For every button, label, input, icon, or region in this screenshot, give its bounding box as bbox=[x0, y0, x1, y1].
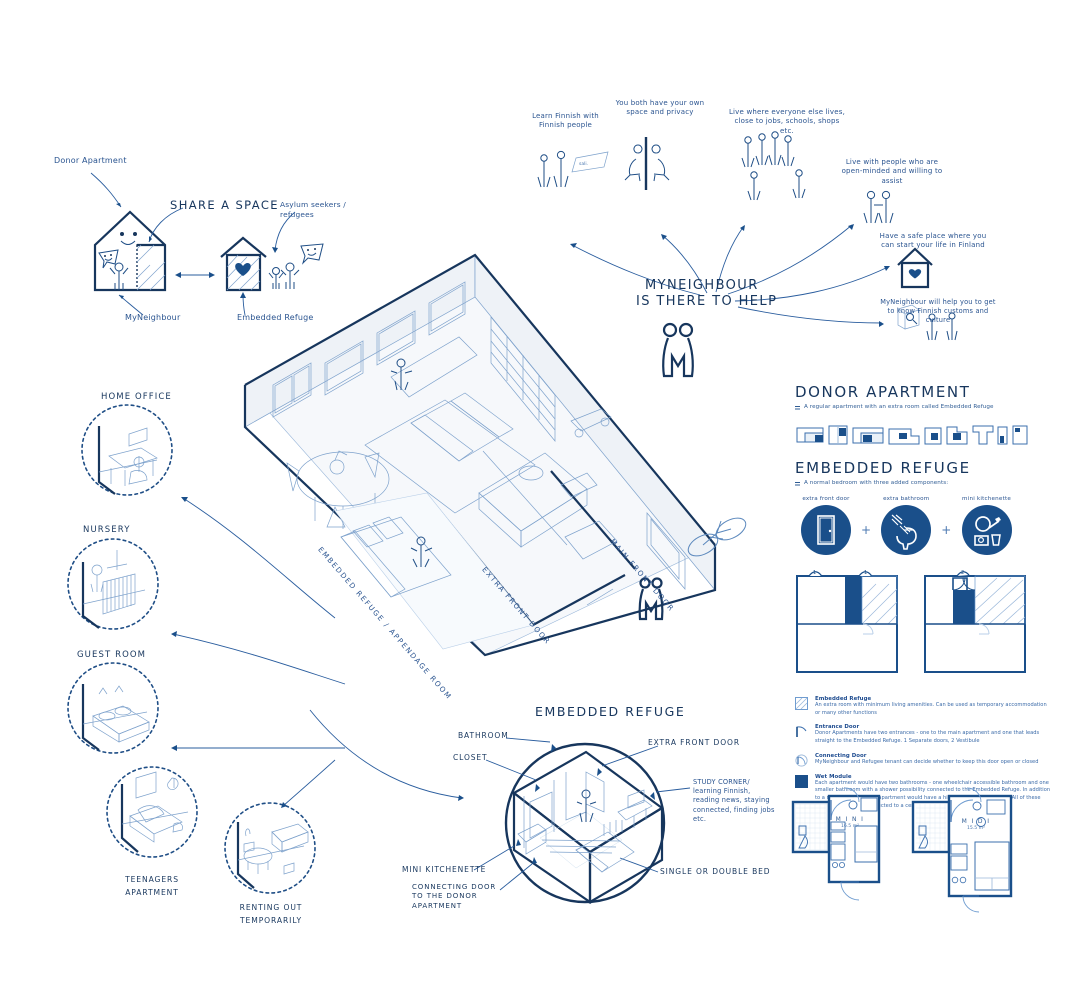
callout-bathroom: BATHROOM bbox=[458, 731, 509, 740]
entrance-door-swatch-icon bbox=[796, 726, 807, 738]
label-renting-line2: TEMPORARILY bbox=[240, 916, 302, 925]
label-embedded-refuge-small: Embedded Refuge bbox=[237, 313, 314, 322]
hub-title-line1: MYNEIGHBOUR bbox=[645, 278, 759, 293]
embedded-refuge-title: EMBEDDED REFUGE bbox=[795, 458, 971, 477]
callout-bed: SINGLE OR DOUBLE BED bbox=[660, 867, 771, 876]
callout-extra-front-door: EXTRA FRONT DOOR bbox=[648, 738, 740, 747]
label-nursery: NURSERY bbox=[83, 525, 131, 535]
plan-mini-drawing bbox=[791, 787, 881, 901]
plan-mini-area: 16.5 m² bbox=[840, 824, 859, 829]
benefit-live-where: Live where everyone else lives, close to… bbox=[728, 108, 846, 135]
legend-body-4: Each apartment would have two bathrooms … bbox=[815, 779, 1051, 809]
plan-midi-area: 15.5 m² bbox=[966, 826, 985, 831]
callout-study-corner: STUDY CORNER/ learning Finnish, reading … bbox=[693, 778, 775, 823]
label-guest-room: GUEST ROOM bbox=[77, 650, 147, 660]
plan-mini-name: M I N I bbox=[835, 816, 865, 823]
component-label-kitchenette: mini kitchenette bbox=[962, 496, 1011, 503]
legend-item-connecting-door: Connecting Door MyNeighbour and Refugee … bbox=[795, 753, 1065, 767]
isometric-apartment: EMBEDDED REFUGE / APPENDAGE ROOM EXTRA F… bbox=[215, 245, 755, 701]
benefit-open-minded: Live with people who are open-minded and… bbox=[841, 158, 943, 185]
toilet-shower-icon bbox=[881, 505, 932, 556]
embedded-refuge-subtitle: A normal bedroom with three added compon… bbox=[804, 479, 949, 486]
legend-title-1: Embedded Refuge bbox=[815, 696, 872, 703]
refuge-detail-title: EMBEDDED REFUGE bbox=[535, 704, 686, 719]
plus-1: + bbox=[861, 523, 872, 538]
embedded-refuge-detail: EMBEDDED REFUGE BATHROOM CLOSET EXTRA FR… bbox=[309, 700, 780, 910]
legend-title-2: Entrance Door bbox=[815, 724, 860, 731]
label-asylum-seekers: Asylum seekers / refugees bbox=[280, 200, 347, 219]
donor-apartment-subtitle: A regular apartment with an extra room c… bbox=[804, 404, 994, 410]
svg-text:2: 2 bbox=[961, 570, 964, 576]
component-mini-kitchenette: mini kitchenette bbox=[956, 496, 1018, 556]
label-home-office: HOME OFFICE bbox=[101, 392, 172, 402]
benefit-customs: MyNeighbour will help you to get to know… bbox=[880, 298, 996, 324]
callout-connecting-door: CONNECTING DOOR TO THE DONOR APARTMENT bbox=[412, 883, 497, 910]
plan-variants-strip bbox=[795, 423, 1065, 447]
label-teenagers-line2: APARTMENT bbox=[125, 888, 179, 897]
hub-title-line2: IS THERE TO HELP bbox=[636, 294, 778, 309]
component-extra-front-door: extra front door bbox=[795, 496, 857, 556]
benefit-own-space: You both have your own space and privacy bbox=[615, 99, 705, 117]
myneighbour-hub-group: sali. bbox=[500, 95, 1000, 378]
svg-text:sali.: sali. bbox=[579, 161, 588, 167]
kitchenette-icon bbox=[961, 505, 1012, 556]
legend-body-1: An extra room with minimum living amenit… bbox=[815, 702, 1047, 716]
label-renting-line1: RENTING OUT bbox=[239, 903, 303, 912]
callout-mini-kitchenette: MINI KITCHENETTE bbox=[402, 865, 487, 874]
callout-closet: CLOSET bbox=[453, 753, 488, 762]
plan-midi-drawing bbox=[911, 787, 1013, 913]
refuge-components: extra front door + extra bathroom bbox=[795, 496, 1065, 556]
benefit-safe-place: Have a safe place where you can start yo… bbox=[879, 232, 987, 250]
svg-text:1: 1 bbox=[864, 570, 867, 576]
hatch-swatch-icon bbox=[795, 697, 808, 711]
config-vestibule: 2 bbox=[924, 570, 1026, 674]
config-diagrams: 1 1 2 bbox=[795, 566, 1065, 682]
use-case-circles: HOME OFFICE NURSERY GUEST ROOM TEENAGERS… bbox=[45, 388, 346, 925]
label-myneighbour: MyNeighbour bbox=[125, 313, 181, 322]
plan-midi-name: M I D I bbox=[961, 818, 991, 825]
bullet-icon bbox=[795, 406, 800, 410]
plus-2: + bbox=[941, 523, 952, 538]
legend-body-2: Donor Apartments have two entrances - on… bbox=[815, 730, 1040, 745]
component-label-door: extra front door bbox=[802, 496, 850, 503]
component-extra-bathroom: extra bathroom bbox=[875, 496, 937, 556]
legend-item-entrance-door: Entrance Door Donor Apartments have two … bbox=[795, 724, 1065, 745]
component-label-bathroom: extra bathroom bbox=[883, 496, 930, 503]
config-separate-doors: 1 1 bbox=[796, 570, 898, 674]
bullet-icon-2 bbox=[795, 481, 800, 486]
benefit-learn-finnish: Learn Finnish with Finnish people bbox=[532, 112, 599, 130]
right-panel: DONOR APARTMENT A regular apartment with… bbox=[795, 383, 1065, 903]
svg-text:1: 1 bbox=[813, 570, 816, 576]
unit-plans: M I N I 16.5 m² M I D I 15.5 m² bbox=[785, 787, 1070, 913]
wet-module-swatch-icon bbox=[795, 774, 808, 788]
label-donor-apartment: Donor Apartment bbox=[54, 156, 127, 165]
legend-item-wet-module: Wet Module Each apartment would have two… bbox=[795, 774, 1065, 811]
legend-title-3: Connecting Door bbox=[815, 752, 867, 759]
legend-title-4: Wet Module bbox=[815, 773, 852, 780]
label-teenagers-line1: TEENAGERS bbox=[125, 875, 179, 884]
legend-item-embedded-refuge: Embedded Refuge An extra room with minim… bbox=[795, 696, 1065, 717]
share-a-space-group: Donor Apartment SHARE A SPACE MyNeighbou… bbox=[54, 150, 385, 322]
donor-apartment-title: DONOR APARTMENT bbox=[795, 383, 971, 401]
connecting-door-swatch-icon bbox=[795, 754, 808, 767]
legend-body-3: MyNeighbour and Refugee tenant can decid… bbox=[815, 758, 1039, 765]
legend-list: Embedded Refuge An extra room with minim… bbox=[795, 696, 1065, 810]
door-icon bbox=[801, 505, 851, 556]
label-share-a-space: SHARE A SPACE bbox=[170, 198, 279, 212]
